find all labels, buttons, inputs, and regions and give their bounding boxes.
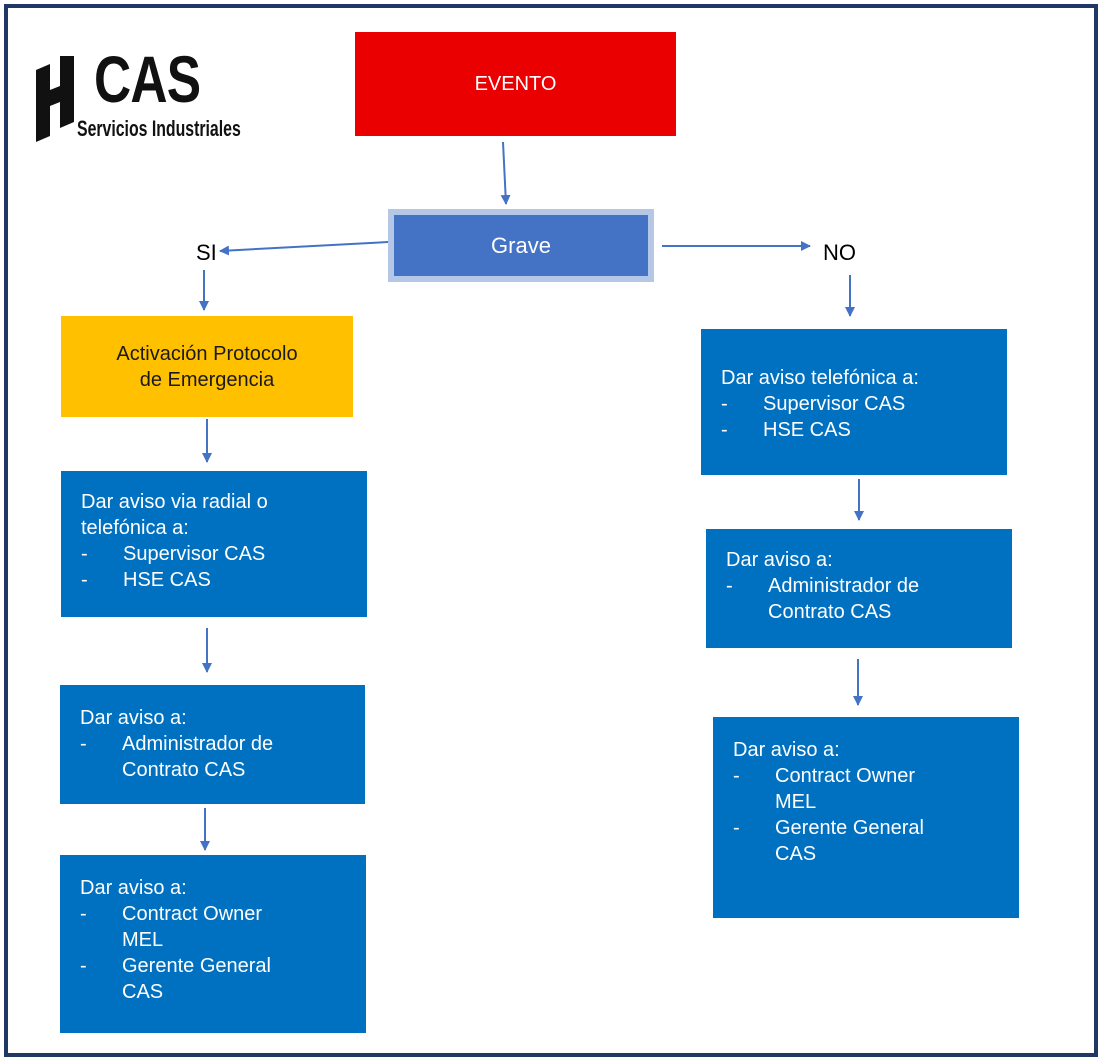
no-label: NO xyxy=(823,240,856,265)
si-owner-node: Dar aviso a: Contract Owner MEL Gerente … xyxy=(60,855,366,1033)
logo-title: CAS xyxy=(94,42,201,116)
si-label: SI xyxy=(196,240,217,265)
arrow-grave-si xyxy=(219,241,389,256)
si-admin-item: Administrador de Contrato CAS xyxy=(80,731,345,783)
grave-node: Grave xyxy=(388,209,654,282)
no-owner-item: Gerente General CAS xyxy=(733,815,999,867)
si-owner-item: Gerente General CAS xyxy=(80,953,346,1005)
grave-label: Grave xyxy=(491,232,551,258)
diagram-frame xyxy=(4,4,1098,1057)
activacion-node: Activación Protocolo de Emergencia xyxy=(61,316,353,417)
si-radial-line-2: telefónica a: xyxy=(81,517,189,539)
evento-label: EVENTO xyxy=(474,73,557,95)
no-tel-node: Dar aviso telefónica a: Supervisor CAS H… xyxy=(701,329,1007,475)
si-radial-line-1: Dar aviso via radial o xyxy=(81,491,268,513)
no-tel-line-1: Dar aviso telefónica a: xyxy=(721,367,919,389)
logo-subtitle: Servicios Industriales xyxy=(77,116,241,141)
si-radial-node: Dar aviso via radial o telefónica a: Sup… xyxy=(61,471,367,617)
activacion-line-1: Activación Protocolo xyxy=(116,342,298,365)
no-tel-item: Supervisor CAS xyxy=(721,391,987,417)
si-owner-line-1: Dar aviso a: xyxy=(80,877,187,899)
no-owner-line-1: Dar aviso a: xyxy=(733,739,840,761)
no-tel-item: HSE CAS xyxy=(721,417,987,443)
si-admin-node: Dar aviso a: Administrador de Contrato C… xyxy=(60,685,365,804)
no-owner-node: Dar aviso a: Contract Owner MEL Gerente … xyxy=(713,717,1019,918)
si-radial-item: HSE CAS xyxy=(81,567,347,593)
no-admin-node: Dar aviso a: Administrador de Contrato C… xyxy=(706,529,1012,648)
activacion-line-2: de Emergencia xyxy=(139,368,275,391)
evento-node: EVENTO xyxy=(355,32,676,136)
cas-logo-icon xyxy=(36,56,74,142)
no-admin-line-1: Dar aviso a: xyxy=(726,549,833,571)
no-admin-item: Administrador de Contrato CAS xyxy=(726,573,992,625)
si-owner-item: Contract Owner MEL xyxy=(80,901,346,953)
no-owner-item: Contract Owner MEL xyxy=(733,763,999,815)
si-admin-line-1: Dar aviso a: xyxy=(80,707,187,729)
si-radial-item: Supervisor CAS xyxy=(81,541,347,567)
cas-logo: CAS Servicios Industriales xyxy=(36,46,241,152)
arrow-evento-grave xyxy=(500,141,511,205)
